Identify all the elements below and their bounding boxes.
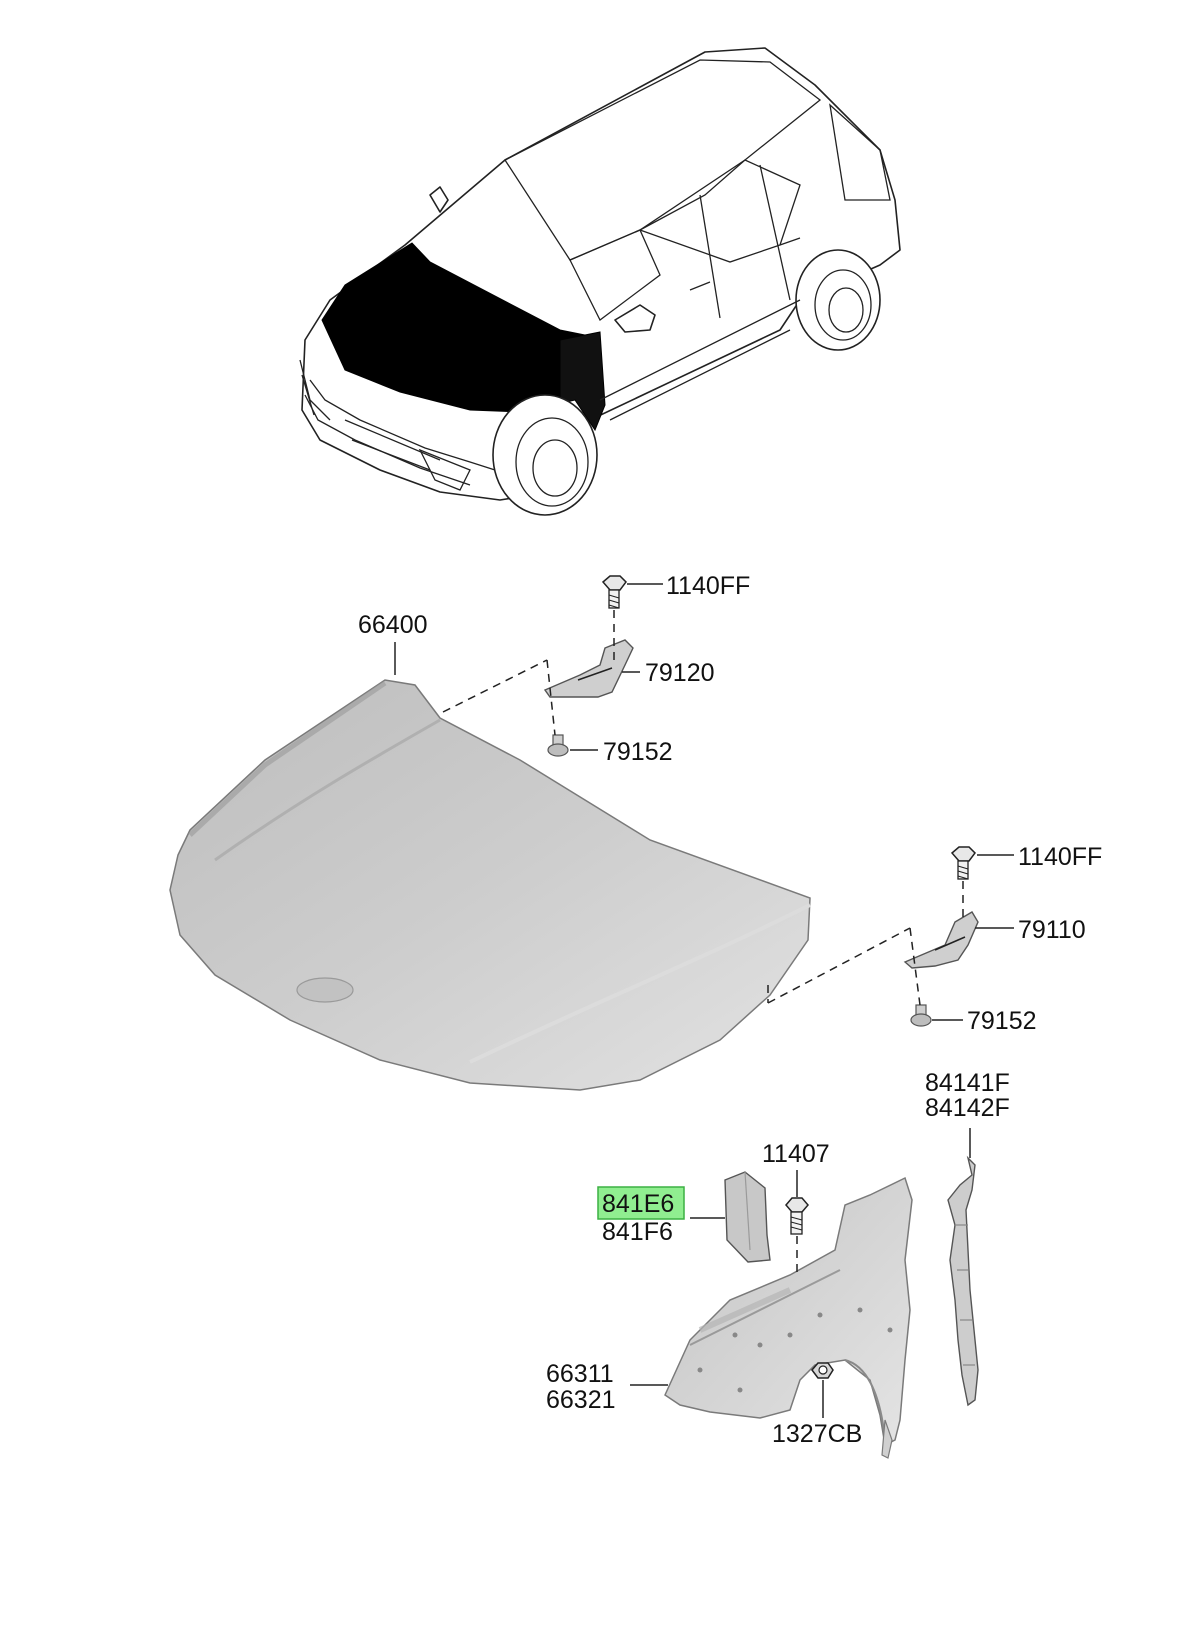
label-bolt-hinge-upper: 79152	[603, 738, 673, 766]
label-insulator-lh: 84142F	[925, 1094, 1010, 1122]
insulator-strip	[947, 1155, 979, 1407]
label-screw: 11407	[762, 1140, 830, 1168]
hood-emblem-recess	[296, 977, 354, 1003]
label-bolt-upper: 1140FF	[666, 572, 750, 600]
front-fender	[664, 1176, 913, 1459]
label-fender-rh: 66321	[546, 1386, 616, 1414]
bolt-79152-lower	[910, 1004, 932, 1027]
hinge-79110	[903, 911, 979, 969]
bolt-1140ff-upper	[601, 575, 627, 609]
hinge-79120	[543, 639, 634, 698]
label-insulator-rh: 84141F	[925, 1069, 1010, 1097]
rear-wheel	[795, 249, 881, 351]
label-fender-lh: 66311	[546, 1360, 614, 1388]
label-bolt-right: 1140FF	[1018, 843, 1102, 871]
label-hood: 66400	[358, 611, 428, 639]
label-hinge-lh: 79120	[645, 659, 715, 687]
leader-lines	[394, 583, 1014, 1418]
bracket-841e6	[724, 1171, 771, 1263]
bolt-79152-upper	[547, 734, 569, 757]
bolt-1140ff-right	[950, 846, 976, 880]
screw-11407	[785, 1197, 809, 1235]
label-hinge-rh: 79110	[1018, 916, 1086, 944]
highlight-box	[597, 1186, 685, 1220]
label-bracket-b: 841F6	[602, 1218, 673, 1246]
label-nut: 1327CB	[772, 1420, 862, 1448]
vehicle-illustration	[299, 47, 901, 516]
nut-1327cb	[811, 1362, 834, 1379]
hood-panel	[169, 679, 811, 1091]
label-bolt-hinge-lower: 79152	[967, 1007, 1037, 1035]
front-wheel	[492, 394, 598, 516]
label-bracket-a: 841E6	[602, 1190, 674, 1218]
